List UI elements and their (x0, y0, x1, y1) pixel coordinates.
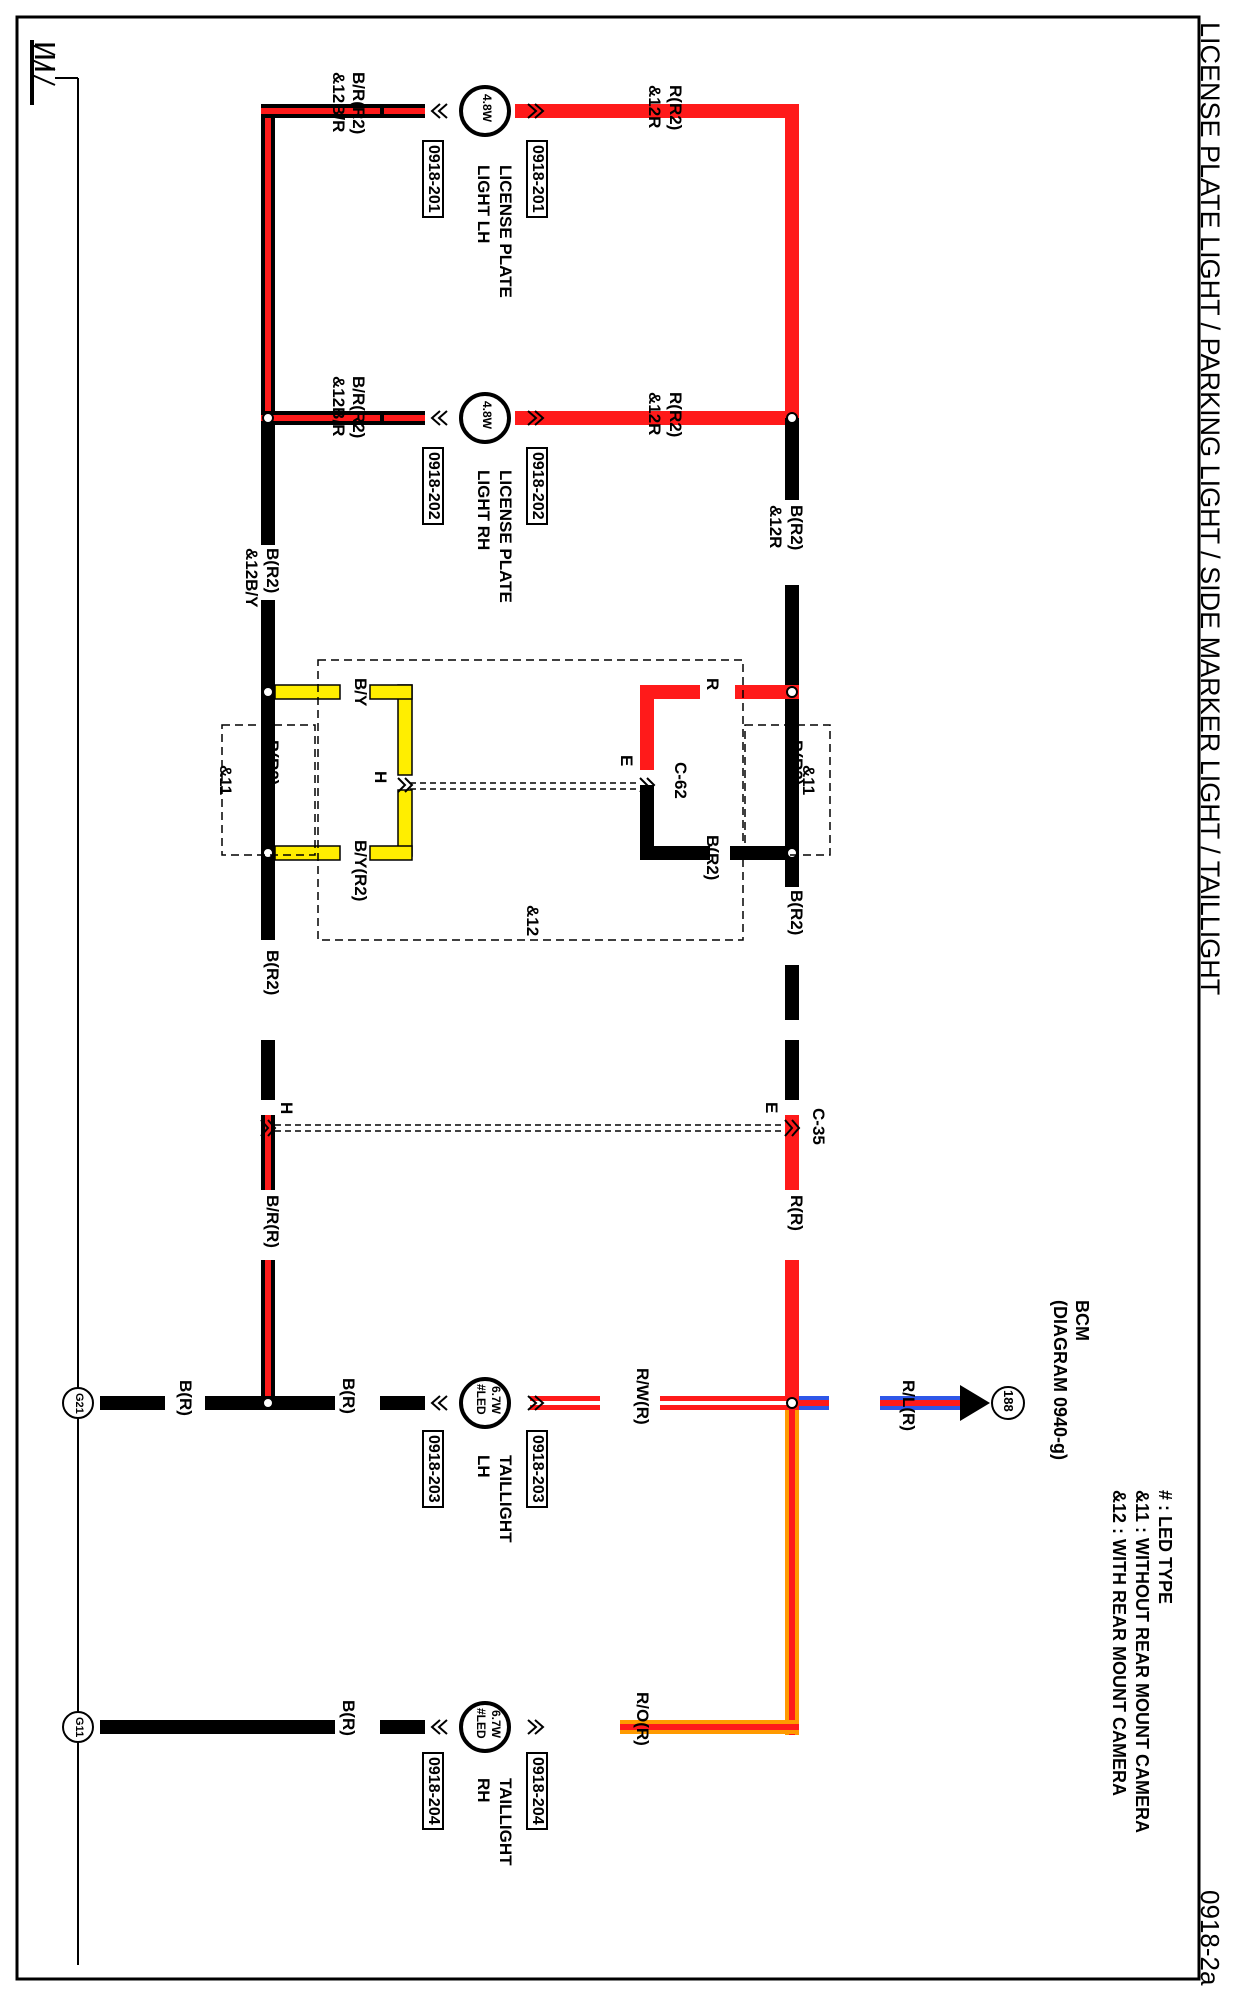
ground-bus (30, 40, 79, 1965)
bcm-terminal (960, 1385, 1025, 1421)
ground-g11 (62, 1711, 94, 1743)
junction-dots (262, 412, 798, 1409)
lamp-taillight-lh (430, 1377, 545, 1429)
wire-right-branch (515, 104, 799, 1735)
diagram-border (15, 15, 1201, 1981)
connector-lines (275, 782, 785, 1132)
lamp-taillight-rh (430, 1701, 545, 1753)
ground-g21 (62, 1387, 94, 1419)
option-boxes (221, 659, 831, 941)
wire-c62-loop (640, 685, 799, 860)
lamp-license-rh (430, 392, 545, 444)
lamp-license-lh (430, 85, 545, 137)
wire-by-loop (274, 684, 413, 861)
wire-taillight-rh-ground (100, 1720, 425, 1734)
connector-chevrons (260, 777, 801, 1137)
wire-license-stubs (380, 104, 425, 425)
